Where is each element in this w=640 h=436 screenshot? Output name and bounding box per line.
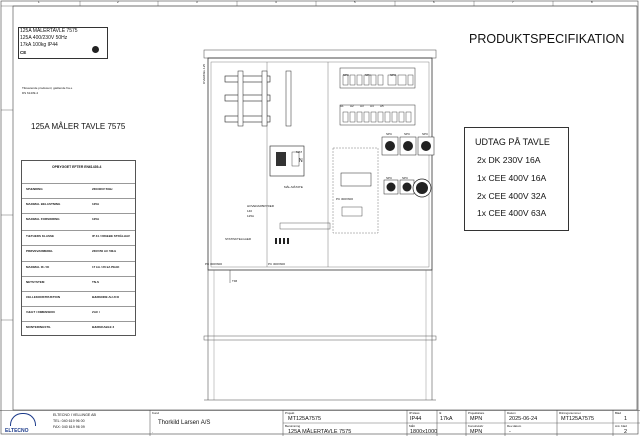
stamp-label: STATISKTELGAER	[225, 237, 252, 241]
pc-label: PC 300X600	[205, 262, 223, 266]
ik-value: 17kA	[440, 416, 453, 422]
ik-label: Ik	[439, 411, 442, 415]
approval-seal-icon	[92, 46, 99, 53]
column-number: 4	[275, 0, 277, 4]
datum-value: 2025-06-24	[509, 416, 538, 422]
kund-sub-value: -	[152, 430, 153, 434]
column-number: 7	[512, 0, 514, 4]
breaker-text-3: 125A	[247, 214, 255, 218]
outlet-item: 2x DK 230V 16A	[477, 155, 541, 165]
outlet-item: 2x CEE 400V 32A	[477, 191, 547, 201]
blad-value: 1	[624, 416, 628, 422]
blad-label: Blad	[615, 411, 622, 415]
page-heading: PRODUKTSPECIFIKATION	[469, 32, 625, 46]
fuse-label: A1	[340, 104, 344, 108]
spc-label: SPC	[386, 176, 393, 180]
ce-mark-icon: CE	[20, 50, 27, 55]
column-number: 8	[591, 0, 593, 4]
kund-value: Thorkild Larsen A/S	[158, 420, 211, 426]
column-number: 3	[196, 0, 198, 4]
overdel-label: OVERDEL 125	[202, 63, 206, 84]
pc-label: PC 300X600	[268, 262, 286, 266]
column-number: 5	[354, 0, 356, 4]
meter-label: MAT	[296, 150, 303, 154]
spc-label: SPC	[343, 73, 350, 77]
conformity-note-line-2: DS 61439-4	[22, 91, 39, 95]
fuse-label: A4	[370, 104, 374, 108]
outlets-heading: UDTAG PÅ TAVLE	[475, 137, 550, 147]
ip-value: IP44	[410, 416, 422, 422]
ritad-label: Projektärare	[468, 411, 485, 415]
product-spec-box	[18, 27, 108, 59]
datum-label: Datum	[507, 411, 516, 415]
title-block-grid	[0, 410, 640, 436]
ip-label: IP klass	[409, 411, 420, 415]
ant-value: 2	[624, 429, 628, 435]
specs-line-2: 17kA 100kg IP44	[20, 42, 58, 48]
column-number: 6	[433, 0, 435, 4]
konstr-label: Konstruktör	[468, 424, 484, 428]
spc-label: SPC	[365, 73, 372, 77]
conformity-note-line-1: Tilsvarende producenl, gællende fra e	[22, 86, 73, 90]
neutral-label: N	[299, 158, 303, 164]
kund-label: Kund	[152, 411, 160, 415]
cabinet-drawing	[203, 49, 437, 401]
outlet-item: 1x CEE 400V 16A	[477, 173, 547, 183]
matt-value: 1800x1000	[410, 429, 438, 435]
projekt-label: Projekt	[285, 411, 295, 415]
spc-label: SPC	[404, 132, 411, 136]
breaker-text-1: HOVEDAFBRYDER	[247, 204, 274, 208]
company-logo-text: ELTECNO	[5, 428, 29, 434]
product-title: 125A MÅLERTAVLE 7575	[20, 28, 78, 34]
spc-label: SPC	[390, 73, 397, 77]
company-fax: FAX: 040 619 96 09	[53, 425, 85, 429]
ritning-value: MT125A7575	[561, 416, 595, 422]
konstr-value: MPN	[470, 429, 483, 435]
rev-label: Rev.datum	[507, 424, 522, 428]
column-number: 2	[117, 0, 119, 4]
rev-value: -	[509, 429, 511, 435]
side-title: 125A MÅLER TAVLE 7575	[31, 122, 126, 131]
spc-label: SPC	[402, 176, 409, 180]
spc-label: SPC	[422, 132, 429, 136]
company-tel: TEL: 040 619 96 00	[53, 419, 85, 423]
ant-label: Ant. blad	[615, 424, 627, 428]
fuse-label: A3	[360, 104, 364, 108]
fuse-label: A5	[380, 104, 384, 108]
spec-table-title: OPBYGGET EFTER EN61439-4	[52, 165, 102, 169]
spc-label: SPC	[386, 132, 393, 136]
under-label: TIM	[232, 279, 238, 283]
outlet-item: 1x CEE 400V 63A	[477, 208, 547, 218]
outlets-box: UDTAG PÅ TAVLE 2x DK 230V 16A 1x CEE 400…	[464, 127, 569, 231]
meter-sub-label: MÅL-MÅTATE	[284, 185, 303, 189]
pc-label: PC 300X600	[336, 197, 354, 201]
fuse-label: A2	[350, 104, 354, 108]
benamning-label: Benämning	[285, 424, 301, 428]
ritning-label: Ritningsnummer	[559, 411, 581, 415]
matt-label: Mått	[409, 424, 415, 428]
ritad-value: MPN	[470, 416, 483, 422]
projekt-value: MT125A7575	[288, 416, 322, 422]
benamning-value: 125A MÅLERTAVLE 7575	[288, 429, 352, 435]
breaker-text-2: 140	[247, 209, 253, 213]
specs-line-1: 125A 400/230V 50Hz	[20, 35, 68, 41]
company-name: ELTECNO I VELLINGE AB	[53, 413, 96, 417]
column-number: 1	[38, 0, 40, 4]
